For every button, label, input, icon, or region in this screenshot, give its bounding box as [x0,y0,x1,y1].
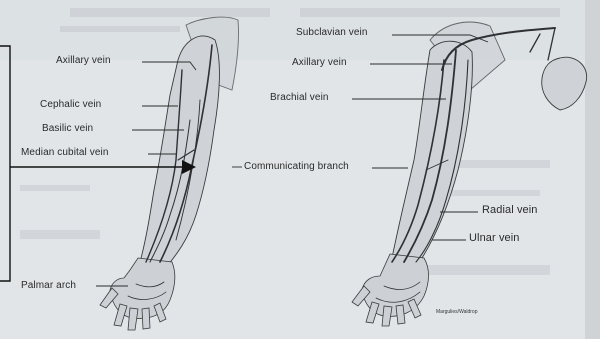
left-bracket [0,46,10,281]
label-axillary-vein-left: Axillary vein [56,55,111,66]
label-basilic-vein: Basilic vein [42,123,93,134]
label-median-cubital-vein: Median cubital vein [21,147,109,158]
illustration-credit: Margulies/Waldrop [436,309,478,315]
label-subclavian-vein: Subclavian vein [296,27,368,38]
label-axillary-vein-right: Axillary vein [292,57,347,68]
label-cephalic-vein: Cephalic vein [40,99,101,110]
label-communicating-branch: Communicating branch [244,161,349,172]
label-radial-vein: Radial vein [482,204,538,216]
label-palmar-arch: Palmar arch [21,280,76,291]
label-ulnar-vein: Ulnar vein [469,232,520,244]
arrowhead-icon [182,160,196,174]
label-brachial-vein: Brachial vein [270,92,329,103]
